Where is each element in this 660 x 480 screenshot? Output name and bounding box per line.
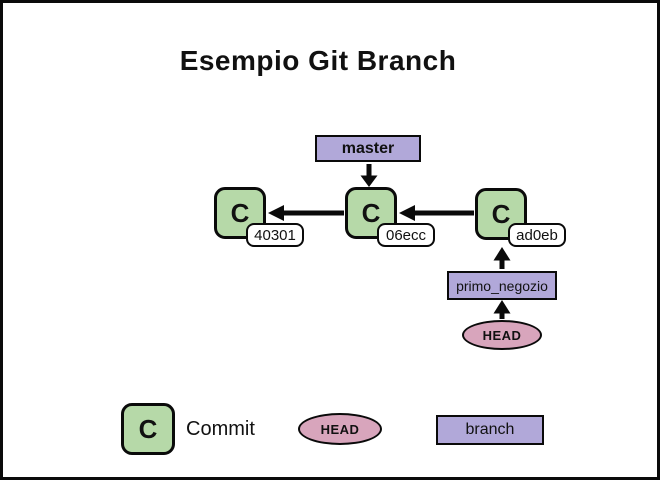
branch-label-master: master [315, 135, 421, 162]
arrow-master-to-commit-icon [360, 164, 378, 187]
commit-hash-label-3: ad0eb [508, 223, 566, 247]
branch-label-primo-negozio: primo_negozio [447, 271, 557, 300]
arrow-commit2-to-commit1-icon [268, 205, 344, 221]
arrow-head-to-branch-icon [493, 300, 511, 319]
arrow-commit3-to-commit2-icon [399, 205, 474, 221]
legend-head-symbol: HEAD [298, 413, 382, 445]
commit-node-3: C [475, 188, 527, 240]
commit-hash-label-1: 40301 [246, 223, 304, 247]
legend-commit-label: Commit [186, 418, 255, 440]
legend-branch-symbol: branch [436, 415, 544, 445]
head-pointer: HEAD [462, 320, 542, 350]
diagram-title: Esempio Git Branch [179, 45, 457, 76]
arrow-layer [268, 164, 511, 319]
commit-node-1: C [214, 187, 266, 239]
legend-commit-symbol: C [121, 403, 175, 455]
commit-hash-label-2: 06ecc [377, 223, 435, 247]
arrow-branch-to-commit3-icon [493, 247, 511, 269]
